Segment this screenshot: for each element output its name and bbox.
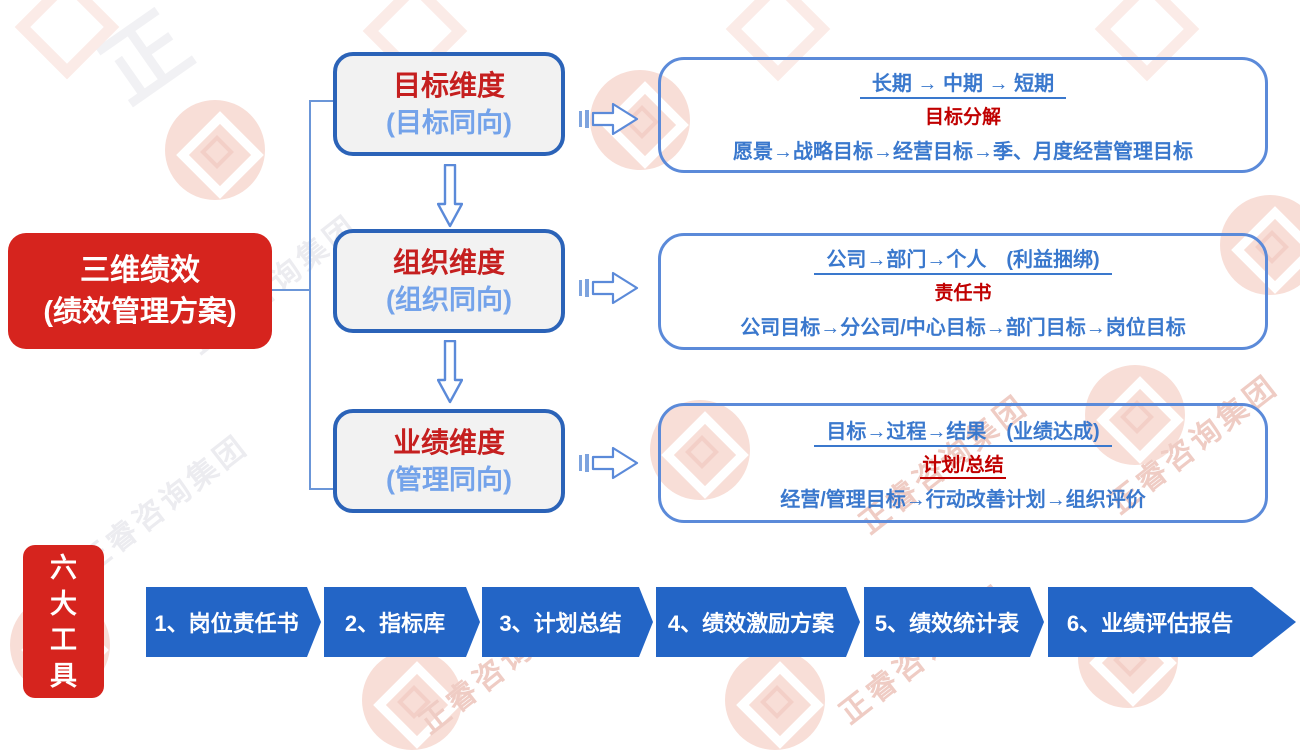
down-arrow-icon	[437, 164, 463, 228]
tool-item-6: 6、业绩评估报告	[1048, 587, 1296, 657]
panel-line2: 目标分解	[924, 106, 1001, 128]
dimension-subtitle: (管理同向)	[386, 464, 512, 495]
panel-line1: 公司→部门→个人 (利益捆绑)	[661, 243, 1265, 275]
tool-item-3: 3、计划总结	[482, 587, 653, 657]
panel-organization-dimension: 公司→部门→个人 (利益捆绑) 责任书 公司目标→分公司/中心目标→部门目标→岗…	[658, 233, 1268, 350]
root-title: 三维绩效	[80, 254, 200, 288]
six-tools-label: 六大工具	[50, 552, 77, 691]
bracket-middle-stub	[272, 289, 311, 291]
tool-item-1: 1、岗位责任书	[146, 587, 321, 657]
panel-performance-dimension: 目标→过程→结果 (业绩达成) 计划/总结 经营/管理目标→行动改善计划→组织评…	[658, 403, 1268, 523]
panel-goal-dimension: 长期 → 中期 → 短期 目标分解 愿景→战略目标→经营目标→季、月度经营管理目…	[658, 57, 1268, 173]
striped-right-arrow-icon	[579, 102, 639, 136]
dimension-subtitle: (目标同向)	[386, 107, 512, 138]
root-box: 三维绩效 (绩效管理方案)	[8, 233, 272, 349]
panel-line1: 目标→过程→结果 (业绩达成)	[661, 415, 1265, 447]
panel-line3: 公司目标→分公司/中心目标→部门目标→岗位目标	[740, 317, 1186, 339]
tool-item-5: 5、绩效统计表	[864, 587, 1044, 657]
panel-line3: 经营/管理目标→行动改善计划→组织评价	[780, 488, 1146, 511]
striped-right-arrow-icon	[579, 271, 639, 305]
six-tools-label-box: 六大工具	[23, 545, 104, 698]
dimension-title: 组织维度	[392, 246, 505, 278]
tool-item-2: 2、指标库	[324, 587, 480, 657]
panel-line2: 责任书	[934, 283, 992, 304]
striped-right-arrow-icon	[579, 446, 639, 480]
dimension-title: 业绩维度	[392, 426, 505, 458]
down-arrow-icon	[437, 340, 463, 404]
dimension-box-goal: 目标维度 (目标同向)	[333, 52, 565, 156]
dimension-box-organization: 组织维度 (组织同向)	[333, 229, 565, 333]
bracket-vertical-line	[309, 100, 311, 490]
panel-line2: 计划/总结	[661, 450, 1265, 479]
bracket-bottom-stub	[309, 488, 335, 490]
panel-line1: 长期 → 中期 → 短期	[661, 67, 1265, 99]
panel-line3: 愿景→战略目标→经营目标→季、月度经营管理目标	[733, 140, 1193, 163]
bracket-top-stub	[309, 100, 335, 102]
tool-item-4: 4、绩效激励方案	[656, 587, 860, 657]
dimension-title: 目标维度	[392, 69, 505, 101]
dimension-subtitle: (组织同向)	[386, 284, 512, 315]
root-subtitle: (绩效管理方案)	[43, 295, 237, 328]
dimension-box-performance: 业绩维度 (管理同向)	[333, 409, 565, 513]
